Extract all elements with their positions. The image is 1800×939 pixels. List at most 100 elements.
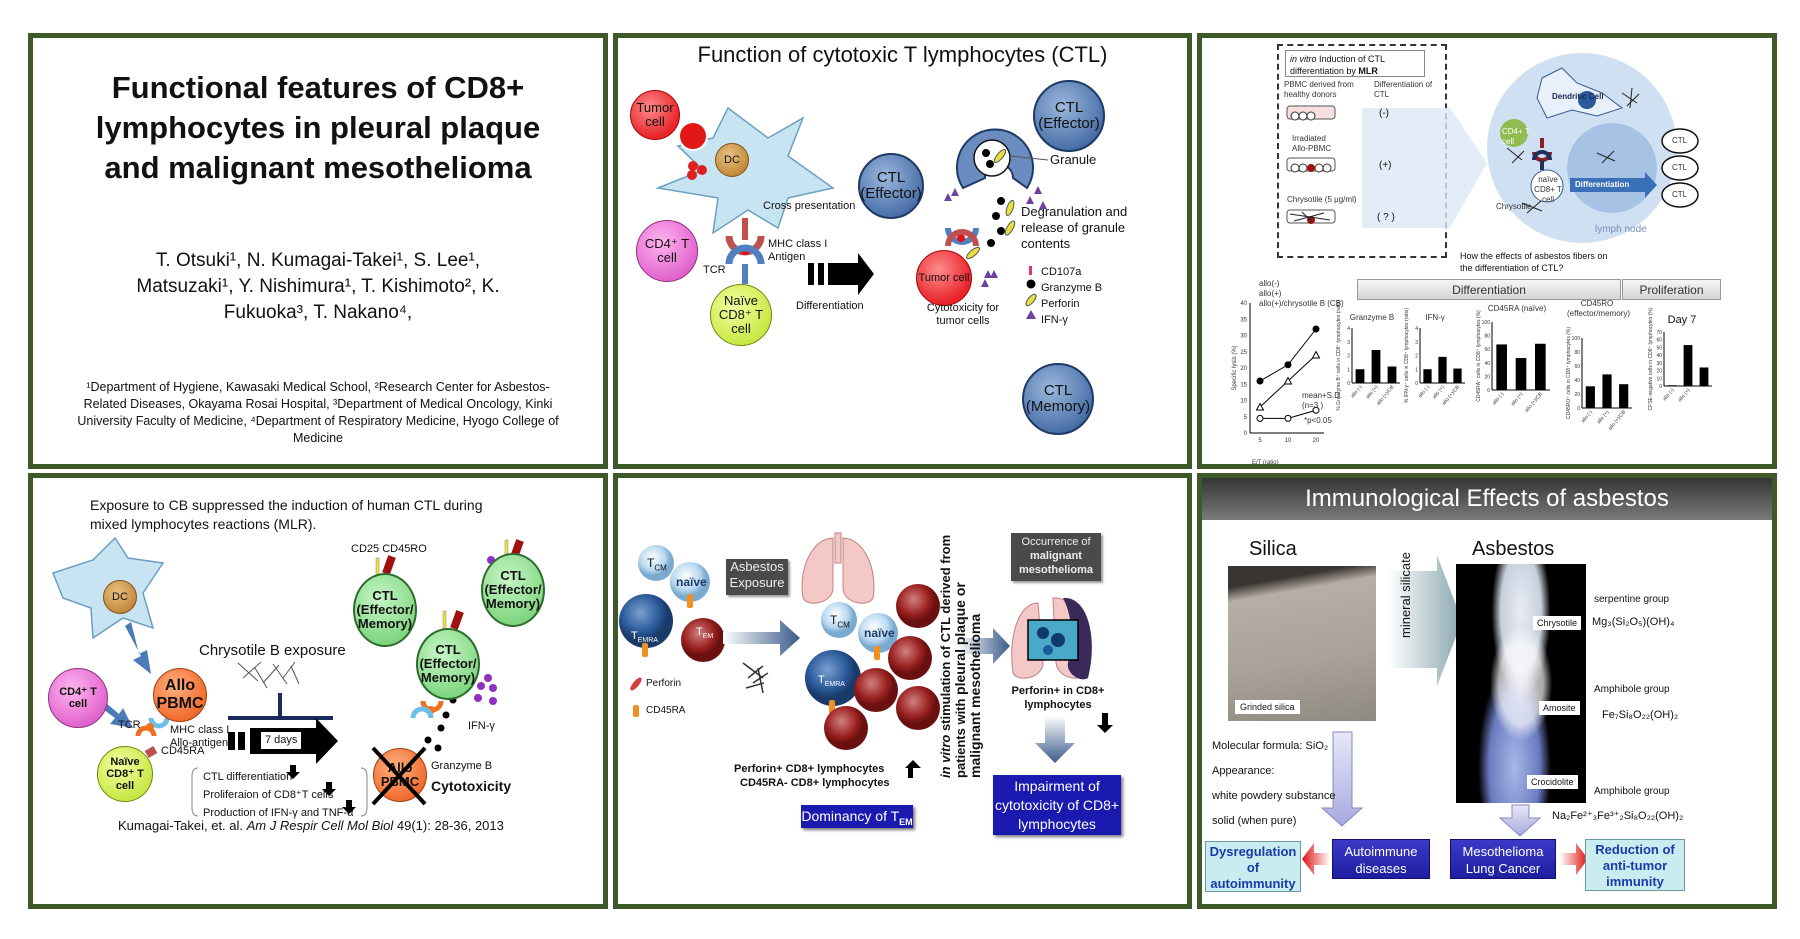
down-arrow xyxy=(322,782,336,796)
asbestos-down-arrow xyxy=(1498,804,1542,837)
cm-sub: CM xyxy=(837,620,850,630)
mlr-experiment-panel: in vitro Induction of CTL differentiatio… xyxy=(1197,33,1777,469)
data-point xyxy=(1256,414,1264,422)
asbestos-heading: Asbestos xyxy=(1472,538,1555,560)
granzyme-dot xyxy=(986,160,994,168)
ifn-triangle xyxy=(944,193,952,201)
dc-nucleus: DC xyxy=(715,143,749,177)
author-line: Matsuzaki¹, Y. Nishimura¹, T. Kishimoto²… xyxy=(136,276,500,297)
molecular-formula: Molecular formula: SiO₂ xyxy=(1212,740,1329,752)
author-line: Fukuoka³, T. Nakano⁴, xyxy=(223,302,413,323)
citation-journal: Am J Respir Cell Mol Biol xyxy=(246,818,394,833)
data-point xyxy=(1283,376,1293,385)
dish-label: Irradiated Allo-PBMC xyxy=(1292,134,1332,153)
in-vitro-italic: in vitro xyxy=(1290,54,1317,64)
red-left-arrow xyxy=(1302,843,1330,875)
bar xyxy=(1683,345,1693,386)
chrysotile-fibers xyxy=(237,661,300,689)
tcr-cup xyxy=(945,227,979,245)
ctl-memory-label: CTL (Memory) xyxy=(1025,381,1091,415)
dendritic-cell-shape xyxy=(1536,67,1624,119)
x-tick-label: allo (+) xyxy=(1677,387,1692,403)
dish-result: (-) xyxy=(1379,108,1389,119)
ctl-diagram-shapes xyxy=(655,106,1049,319)
seven-days-label: 7 days xyxy=(265,734,298,746)
cd4-t-cell: CD4⁺ T cell xyxy=(48,668,108,728)
cd45ra-marker xyxy=(144,746,158,758)
cd45ra-marker xyxy=(642,643,648,657)
bar xyxy=(1423,369,1432,383)
granule xyxy=(973,139,1011,177)
ifn-chart-title: IFN-γ xyxy=(1425,313,1445,322)
y-tick-label: 30 xyxy=(1656,361,1662,367)
temra-cell xyxy=(805,650,861,706)
panel-title: Function of cytotoxic T lymphocytes (CTL… xyxy=(697,42,1108,67)
x-tick-label: allo (+)/CB xyxy=(1376,384,1396,407)
naive-cd8-t-cell: Naïve CD8⁺ T cell xyxy=(710,284,772,346)
malignant-mesothelioma-text: malignant mesothelioma xyxy=(1019,550,1093,576)
x-tick-label: allo (-) xyxy=(1580,409,1594,424)
bar xyxy=(1515,358,1527,390)
perforin-cd8-label: Perforin+ in CD8+ lymphocytes xyxy=(1011,685,1105,711)
bar xyxy=(1355,369,1365,383)
y-tick-label: 1 xyxy=(1415,367,1418,373)
bar xyxy=(1585,386,1595,408)
legend-item: CD107a xyxy=(1041,266,1082,278)
legend-item: Granzyme B xyxy=(1041,282,1103,294)
cd4-label: CD4⁺ T cell xyxy=(59,685,97,710)
occurrence-text: Occurrence of xyxy=(1021,536,1091,548)
effects-bracket xyxy=(191,767,368,817)
y-tick-label: 2 xyxy=(1415,354,1418,360)
arrow-dash xyxy=(808,263,814,285)
dish-result: ( ? ) xyxy=(1377,212,1395,223)
cd4-label: CD4+ T cell xyxy=(1502,127,1530,146)
granzyme-dot xyxy=(997,197,1005,205)
x-tick-label: allo (+) xyxy=(1365,384,1380,400)
granzyme-dot xyxy=(992,212,1000,220)
ctl-ellipse xyxy=(1661,128,1699,154)
dc-nucleus xyxy=(1578,91,1596,109)
y-tick-label: 1 xyxy=(1347,367,1350,373)
appearance-value: white powdery substance xyxy=(1212,790,1336,802)
granzyme-dot xyxy=(997,227,1005,235)
perforin-ellipse xyxy=(993,149,1007,163)
panel-title: Immunological Effects of asbestos xyxy=(1202,478,1772,520)
y-tick-label: 80 xyxy=(1484,334,1490,340)
cd107a-legend-icon xyxy=(1029,266,1032,275)
data-point xyxy=(1311,350,1321,359)
y-tick-label: 20 xyxy=(1484,374,1490,380)
bar xyxy=(1602,374,1612,408)
box-title-text: Induction of CTL differentiation by xyxy=(1290,54,1385,76)
impairment-box: Impairment of cytotoxicity of CD8+ lymph… xyxy=(993,775,1121,835)
mhc-stalk xyxy=(742,218,748,240)
data-point xyxy=(1284,414,1292,422)
x-tick-label: allo (-) xyxy=(1350,384,1364,399)
tcr-stalk xyxy=(742,264,748,284)
dc-label: DC xyxy=(112,590,128,603)
y-tick-label: 35 xyxy=(1240,317,1247,323)
legend-allo-neg: allo(-) xyxy=(1259,279,1280,288)
granzyme-dot xyxy=(982,149,990,157)
y-tick-label: 3 xyxy=(1415,340,1418,346)
y-tick-label: 50 xyxy=(1656,345,1662,351)
x-tick-label: 5 xyxy=(1258,438,1262,444)
line-legend: allo(-) allo(+) allo(+)/chrysotile B (CB… xyxy=(1259,279,1344,309)
granzyme-dot xyxy=(987,239,995,247)
differentiation-label: Differentiation xyxy=(796,300,864,312)
tcr-cup xyxy=(725,244,765,265)
y-tick-label: 2 xyxy=(1347,354,1350,360)
allo-pbmc-label: Allo PBMC xyxy=(380,759,420,789)
mhc-cup xyxy=(148,717,170,729)
ctl-effector-memory-cell: CTL (Effector/ Memory) xyxy=(481,553,545,627)
occurrence-box: Occurrence of malignant mesothelioma xyxy=(1011,533,1101,581)
cm-sub: CM xyxy=(654,563,667,573)
amphibole-group-label: Amphibole group xyxy=(1594,684,1670,695)
mesothelioma-box: Mesothelioma Lung Cancer xyxy=(1450,839,1556,879)
pbmc-header: PBMC derived from healthy donors xyxy=(1284,80,1354,99)
research-question: How the effects of asbestos fibers on th… xyxy=(1460,251,1608,273)
blue-arrow xyxy=(125,622,151,674)
tcr-cup xyxy=(1532,150,1552,170)
lymph-node-glow xyxy=(1567,123,1657,213)
